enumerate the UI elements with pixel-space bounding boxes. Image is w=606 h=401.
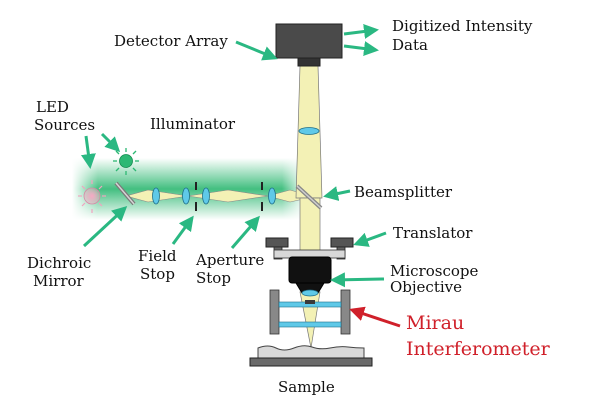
aperture-stop [261, 182, 276, 211]
condenser-lens [152, 187, 160, 205]
dichroic-label-line1: Dichroic [27, 254, 91, 272]
red-led-icon [78, 180, 106, 213]
microscope-label-line1: Microscope [390, 262, 478, 280]
detector-array-label: Detector Array [114, 32, 228, 50]
sample-stage [249, 345, 373, 367]
dichroic-label-line2: Mirror [33, 272, 85, 290]
digitized-intensity-label: Digitized Intensity [392, 17, 533, 35]
microscope-label-line2: Objective [390, 278, 462, 296]
digitized-data-label: Data [392, 36, 428, 54]
aperture-stop-label-line1: Aperture [195, 251, 264, 269]
illuminator-label: Illuminator [150, 115, 236, 133]
sample-label: Sample [278, 378, 335, 396]
led-sources-label-line1: LED [36, 98, 69, 116]
green-led-icon [113, 148, 139, 175]
led-sources-label-line2: Sources [34, 116, 95, 134]
mirau-interferometer [269, 289, 351, 335]
beamsplitter-label: Beamsplitter [354, 183, 453, 201]
tube-lens [298, 127, 320, 135]
field-stop [182, 182, 210, 211]
field-stop-label-line2: Stop [140, 265, 175, 283]
field-stop-label-line1: Field [138, 247, 177, 265]
detector-array [275, 23, 343, 67]
mirau-label-line2: Interferometer [406, 338, 551, 360]
mirau-pointer-arrow [349, 306, 401, 328]
pointer-arrows [80, 24, 387, 288]
microscope-objective [288, 256, 332, 297]
translator-label: Translator [393, 224, 473, 242]
mirau-label-line1: Mirau [406, 312, 464, 334]
aperture-stop-label-line2: Stop [196, 269, 231, 287]
